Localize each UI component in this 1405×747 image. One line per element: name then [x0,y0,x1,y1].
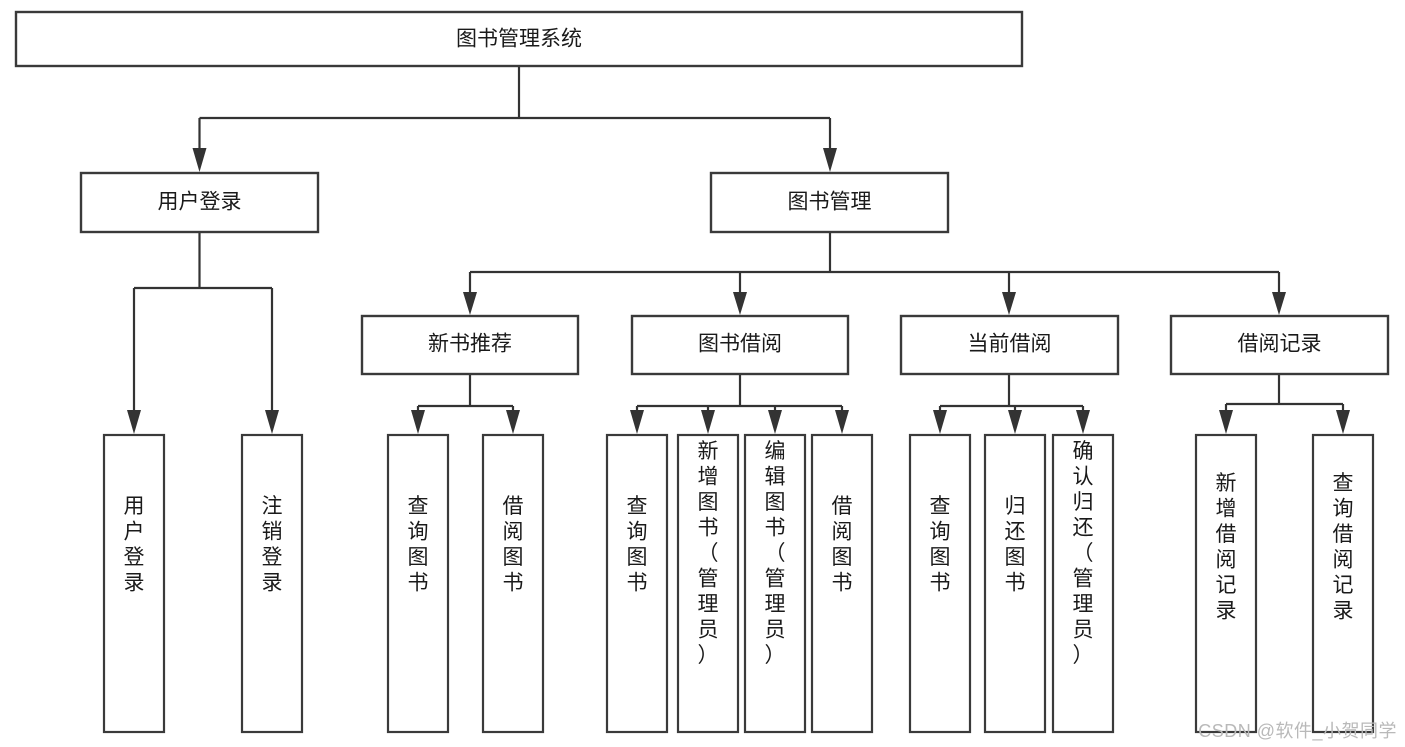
node-leaf-add-borrow-record-label: 新增借阅记录 [1216,472,1237,623]
node-book-borrow[interactable]: 图书借阅 [630,314,850,376]
node-leaf-user-logout-label: 注销登录 [262,495,283,595]
node-current-borrow-label: 当前借阅 [968,333,1052,356]
node-leaf-edit-book-admin[interactable]: 编辑图书（管理员） [743,433,807,734]
node-leaf-query-book-1-label: 查询图书 [408,495,429,595]
node-leaf-add-borrow-record[interactable]: 新增借阅记录 [1194,433,1258,734]
node-borrow-record-label: 借阅记录 [1238,333,1322,356]
node-root[interactable]: 图书管理系统 [14,10,1024,68]
node-leaf-return-book-label: 归还图书 [1005,495,1026,595]
node-leaf-query-book-1[interactable]: 查询图书 [386,433,450,734]
node-leaf-return-book[interactable]: 归还图书 [983,433,1047,734]
node-new-book-recommend[interactable]: 新书推荐 [360,314,580,376]
node-leaf-add-book-admin-label: 新增图书（管理员） [698,440,719,667]
connector-group-book-borrow [630,374,849,434]
node-new-book-recommend-label: 新书推荐 [428,333,512,356]
node-current-borrow[interactable]: 当前借阅 [899,314,1120,376]
node-leaf-edit-book-admin-label: 编辑图书（管理员） [765,440,786,667]
node-leaf-user-login-label: 用户登录 [124,495,145,595]
node-leaf-query-borrow-record[interactable]: 查询借阅记录 [1311,433,1375,734]
node-user-login[interactable]: 用户登录 [79,171,320,234]
connector-group-borrow-record [1219,374,1350,434]
connector-group-root [192,66,837,172]
connector-group-book-manage [463,232,1286,315]
node-leaf-query-borrow-record-label: 查询借阅记录 [1333,472,1354,623]
node-user-login-label: 用户登录 [158,191,242,214]
node-leaf-borrow-book-1-label: 借阅图书 [503,495,524,595]
node-book-manage[interactable]: 图书管理 [709,171,950,234]
node-leaf-query-book-2[interactable]: 查询图书 [605,433,669,734]
node-leaf-query-book-2-label: 查询图书 [627,495,648,595]
node-root-label: 图书管理系统 [456,28,582,51]
node-leaf-query-book-3-label: 查询图书 [930,495,951,595]
node-borrow-record[interactable]: 借阅记录 [1169,314,1390,376]
node-leaf-user-logout[interactable]: 注销登录 [240,433,304,734]
connector-group-current-borrow [933,374,1090,434]
node-leaf-borrow-book-2[interactable]: 借阅图书 [810,433,874,734]
node-book-borrow-label: 图书借阅 [698,333,782,356]
node-leaf-add-book-admin[interactable]: 新增图书（管理员） [676,433,740,734]
node-leaf-user-login[interactable]: 用户登录 [102,433,166,734]
node-leaf-borrow-book-2-label: 借阅图书 [832,495,853,595]
connector-group-new-book-recommend [411,374,520,434]
node-book-manage-label: 图书管理 [788,191,872,214]
node-leaf-query-book-3[interactable]: 查询图书 [908,433,972,734]
csdn-watermark: CSDN @软件_小贺同学 [1198,721,1397,741]
connector-group-user-login [127,232,279,434]
node-leaf-confirm-return-admin[interactable]: 确认归还（管理员） [1051,433,1115,734]
node-leaf-confirm-return-admin-label: 确认归还（管理员） [1073,440,1094,667]
node-leaf-borrow-book-1[interactable]: 借阅图书 [481,433,545,734]
